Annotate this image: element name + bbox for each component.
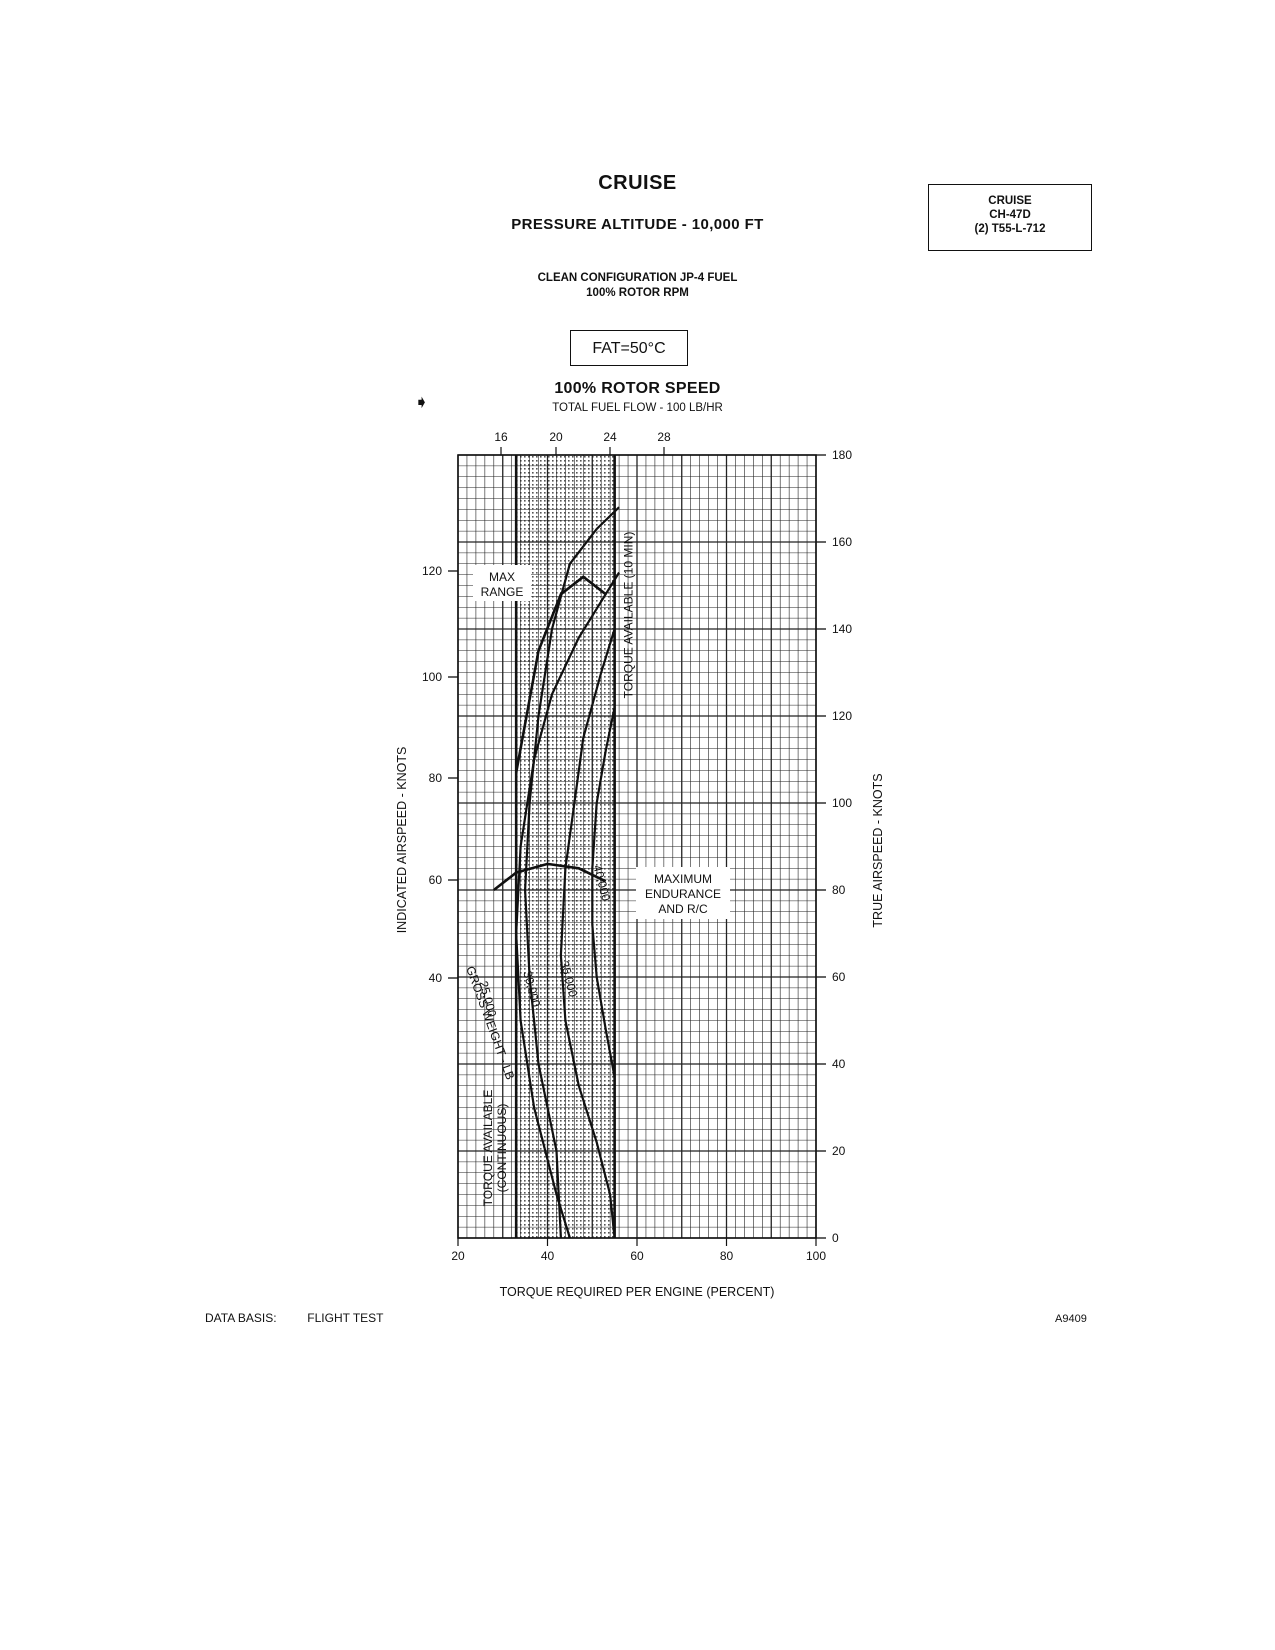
data-basis-value: FLIGHT TEST: [307, 1311, 384, 1325]
x-axis-title: TORQUE REQUIRED PER ENGINE (PERCENT): [500, 1285, 775, 1299]
marker-arrow-icon: ➧: [414, 392, 430, 412]
gross-weight-curve: [559, 628, 616, 1239]
id-box-line-2: CH-47D: [989, 209, 1031, 221]
max-range-curve: [514, 575, 607, 773]
y-left-tick-label: 100: [422, 670, 442, 684]
top-tick-label: 20: [549, 430, 563, 444]
y-left-tick-label: 80: [429, 771, 443, 785]
max-endurance-annotation-line: ENDURANCE: [645, 887, 721, 901]
y-left-tick-label: 60: [429, 873, 443, 887]
y-right-tick-label: 60: [832, 970, 846, 984]
max-endurance-annotation-line: AND R/C: [658, 902, 708, 916]
id-box-line-1: CRUISE: [988, 195, 1032, 207]
config-line-1: CLEAN CONFIGURATION JP-4 FUEL: [537, 272, 738, 284]
torque-continuous-annotation: TORQUE AVAILABLE: [481, 1090, 495, 1207]
figure-number: A9409: [1055, 1313, 1087, 1325]
torque-continuous-annotation: (CONTINUOUS): [495, 1104, 509, 1193]
max-range-annotation-line: MAX: [489, 570, 515, 584]
x-tick-label: 40: [541, 1249, 555, 1263]
y-right-tick-label: 20: [832, 1144, 846, 1158]
x-tick-label: 60: [630, 1249, 644, 1263]
config-line-2: 100% ROTOR RPM: [586, 287, 689, 299]
y-left-axis-title: INDICATED AIRSPEED - KNOTS: [395, 747, 409, 934]
chart-heading: 100% ROTOR SPEED: [554, 380, 721, 397]
top-tick-label: 16: [494, 430, 508, 444]
y-right-tick-label: 120: [832, 709, 852, 723]
top-tick-label: 24: [603, 430, 617, 444]
y-right-tick-label: 180: [832, 448, 852, 462]
y-left-tick-label: 120: [422, 564, 442, 578]
fat-box: FAT=50°C: [570, 330, 688, 366]
aircraft-id-box: CRUISE CH-47D (2) T55-L-712: [928, 184, 1092, 251]
y-right-tick-label: 0: [832, 1231, 839, 1245]
data-basis: DATA BASIS: FLIGHT TEST: [205, 1311, 384, 1325]
chart-title: CRUISE: [598, 172, 677, 194]
y-right-tick-label: 40: [832, 1057, 846, 1071]
x-tick-label: 20: [451, 1249, 465, 1263]
pressure-altitude-subtitle: PRESSURE ALTITUDE - 10,000 FT: [511, 216, 764, 233]
x-tick-label: 100: [806, 1249, 826, 1263]
id-box-line-3: (2) T55-L-712: [974, 223, 1046, 235]
top-axis-label: TOTAL FUEL FLOW - 100 LB/HR: [552, 402, 723, 414]
y-right-tick-label: 100: [832, 796, 852, 810]
max-endurance-annotation-line: MAXIMUM: [654, 872, 712, 886]
gross-weight-curve: [515, 571, 621, 1239]
top-tick-label: 28: [657, 430, 671, 444]
torque-10min-annotation: TORQUE AVAILABLE (10 MIN): [622, 532, 636, 699]
max-range-annotation-background: [473, 565, 531, 601]
y-right-tick-label: 140: [832, 622, 852, 636]
y-left-tick-label: 40: [429, 971, 443, 985]
gross-weight-curve: [591, 707, 616, 1078]
max-endurance-annotation-background: [636, 867, 730, 919]
data-basis-label: DATA BASIS:: [205, 1311, 277, 1325]
max-range-annotation-line: RANGE: [481, 585, 524, 599]
x-tick-label: 80: [720, 1249, 734, 1263]
y-right-tick-label: 80: [832, 883, 846, 897]
y-right-axis-title: TRUE AIRSPEED - KNOTS: [871, 773, 885, 927]
gross-weight-curve: [523, 506, 620, 1239]
y-right-tick-label: 160: [832, 535, 852, 549]
max-endurance-curve: [493, 862, 607, 892]
